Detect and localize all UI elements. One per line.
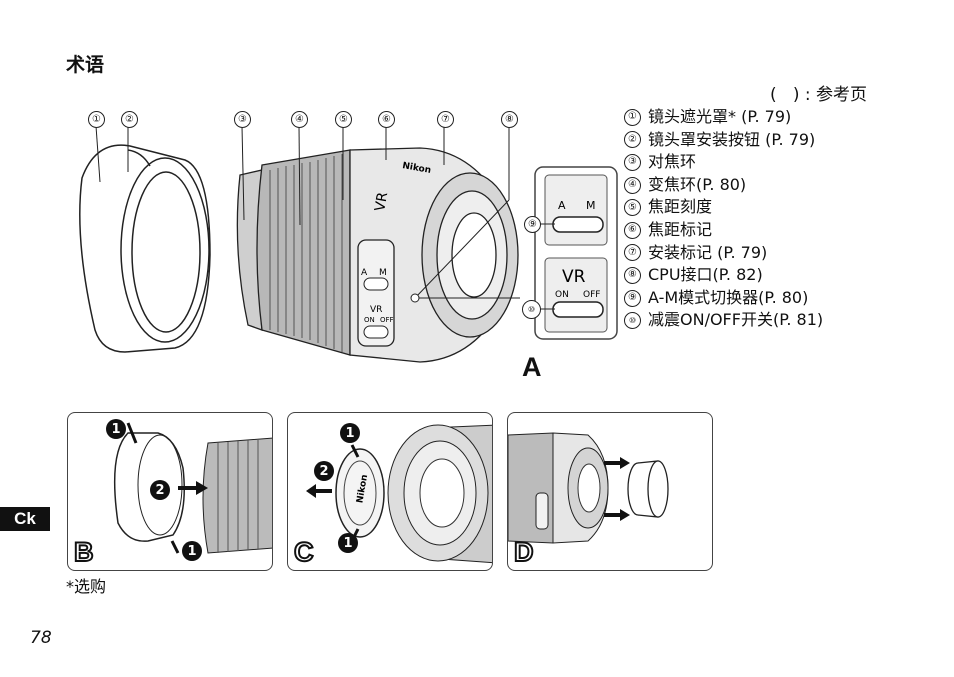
callout-5: ⑤ — [335, 111, 352, 128]
lens-switch-on-label: ON — [364, 316, 375, 324]
reference-page-note: ( ) : 参考页 — [770, 85, 868, 105]
part-label: 镜头遮光罩* (P. 79) — [648, 107, 792, 126]
page-number: 78 — [30, 628, 52, 648]
part-number: ⑩ — [624, 312, 641, 330]
step-1-marker: 1 — [106, 419, 126, 439]
callout-8: ⑧ — [501, 111, 518, 128]
list-item: ⑨ A-M模式切换器(P. 80) — [624, 287, 823, 310]
lens-switch-vr-label: VR — [370, 305, 382, 315]
part-number: ② — [624, 131, 641, 149]
part-label: 镜头罩安装按钮 (P. 79) — [648, 129, 816, 149]
list-item: ⑥ 焦距标记 — [624, 219, 823, 242]
part-label: 对焦环 — [648, 152, 697, 172]
panel-d-rear-cap: D — [507, 412, 713, 571]
lens-diagram: VR Nikon A M VR ON OFF A M VR ON OFF — [79, 125, 618, 363]
part-label: 减震ON/OFF开关(P. 81) — [648, 310, 824, 330]
list-item: ⑦ 安装标记 (P. 79) — [624, 242, 823, 265]
list-item: ⑧ CPU接口(P. 82) — [624, 264, 823, 287]
lens-body-drawing — [236, 147, 519, 363]
step-1-marker: 1 — [338, 533, 358, 553]
part-number: ⑥ — [624, 221, 641, 239]
list-item: ① 镜头遮光罩* (P. 79) — [624, 106, 823, 129]
panel-c-label: C — [293, 536, 314, 568]
inset-a-label: A — [558, 199, 566, 212]
page-title: 术语 — [66, 54, 105, 76]
callout-10: ⑩ — [522, 300, 541, 319]
part-label: 安装标记 (P. 79) — [648, 242, 768, 262]
callout-7: ⑦ — [437, 111, 454, 128]
list-item: ⑩ 减震ON/OFF开关(P. 81) — [624, 309, 823, 332]
panel-b-drawing — [113, 422, 272, 554]
step-2-marker: 2 — [150, 480, 170, 500]
callout-2: ② — [121, 111, 138, 128]
part-label: 焦距标记 — [648, 219, 713, 239]
panel-b-label: B — [73, 536, 94, 568]
cap-brand-marking: Nikon — [355, 474, 370, 504]
lens-switch-a-label: A — [361, 268, 368, 278]
footnote: *选购 — [66, 577, 107, 596]
step-2-marker: 2 — [314, 461, 334, 481]
inset-on-label: ON — [555, 290, 569, 300]
part-number: ⑤ — [624, 199, 641, 217]
lens-switch-m-label: M — [379, 268, 387, 278]
panel-c-cap-remove: Nikon 1 2 1 C — [287, 412, 493, 571]
inset-vr-label: VR — [562, 267, 586, 287]
part-number: ④ — [624, 176, 641, 194]
part-label: A-M模式切换器(P. 80) — [648, 287, 809, 307]
language-tab: Ck — [0, 507, 50, 531]
callout-1: ① — [88, 111, 105, 128]
part-label: 焦距刻度 — [648, 197, 713, 217]
callout-9: ⑨ — [524, 216, 541, 233]
part-number: ⑧ — [624, 266, 641, 284]
part-number: ③ — [624, 153, 641, 171]
part-number: ① — [624, 108, 641, 126]
panel-b-hood-attach: 1 2 1 B — [67, 412, 273, 571]
lens-vr-marking: VR — [372, 191, 391, 213]
callout-lines — [95, 125, 555, 310]
panel-d-drawing — [508, 432, 669, 544]
inset-m-label: M — [586, 199, 596, 212]
lens-brand-marking: Nikon — [401, 161, 431, 176]
lens-switch-off-label: OFF — [380, 316, 394, 324]
list-item: ③ 对焦环 — [624, 151, 823, 174]
callout-3: ③ — [234, 111, 251, 128]
step-1-marker: 1 — [340, 423, 360, 443]
callout-4: ④ — [291, 111, 308, 128]
panel-c-drawing: Nikon — [306, 424, 492, 564]
lens-hood-drawing — [79, 144, 211, 353]
panel-d-label: D — [513, 536, 534, 568]
list-item: ⑤ 焦距刻度 — [624, 196, 823, 219]
callout-6: ⑥ — [378, 111, 395, 128]
part-number: ⑦ — [624, 244, 641, 262]
part-label: CPU接口(P. 82) — [648, 265, 763, 285]
list-item: ② 镜头罩安装按钮 (P. 79) — [624, 129, 823, 152]
part-label: 变焦环(P. 80) — [648, 174, 747, 194]
panel-a-label: A — [522, 352, 542, 382]
list-item: ④ 变焦环(P. 80) — [624, 174, 823, 197]
part-number: ⑨ — [624, 289, 641, 307]
step-1-marker: 1 — [182, 541, 202, 561]
inset-off-label: OFF — [583, 290, 600, 300]
